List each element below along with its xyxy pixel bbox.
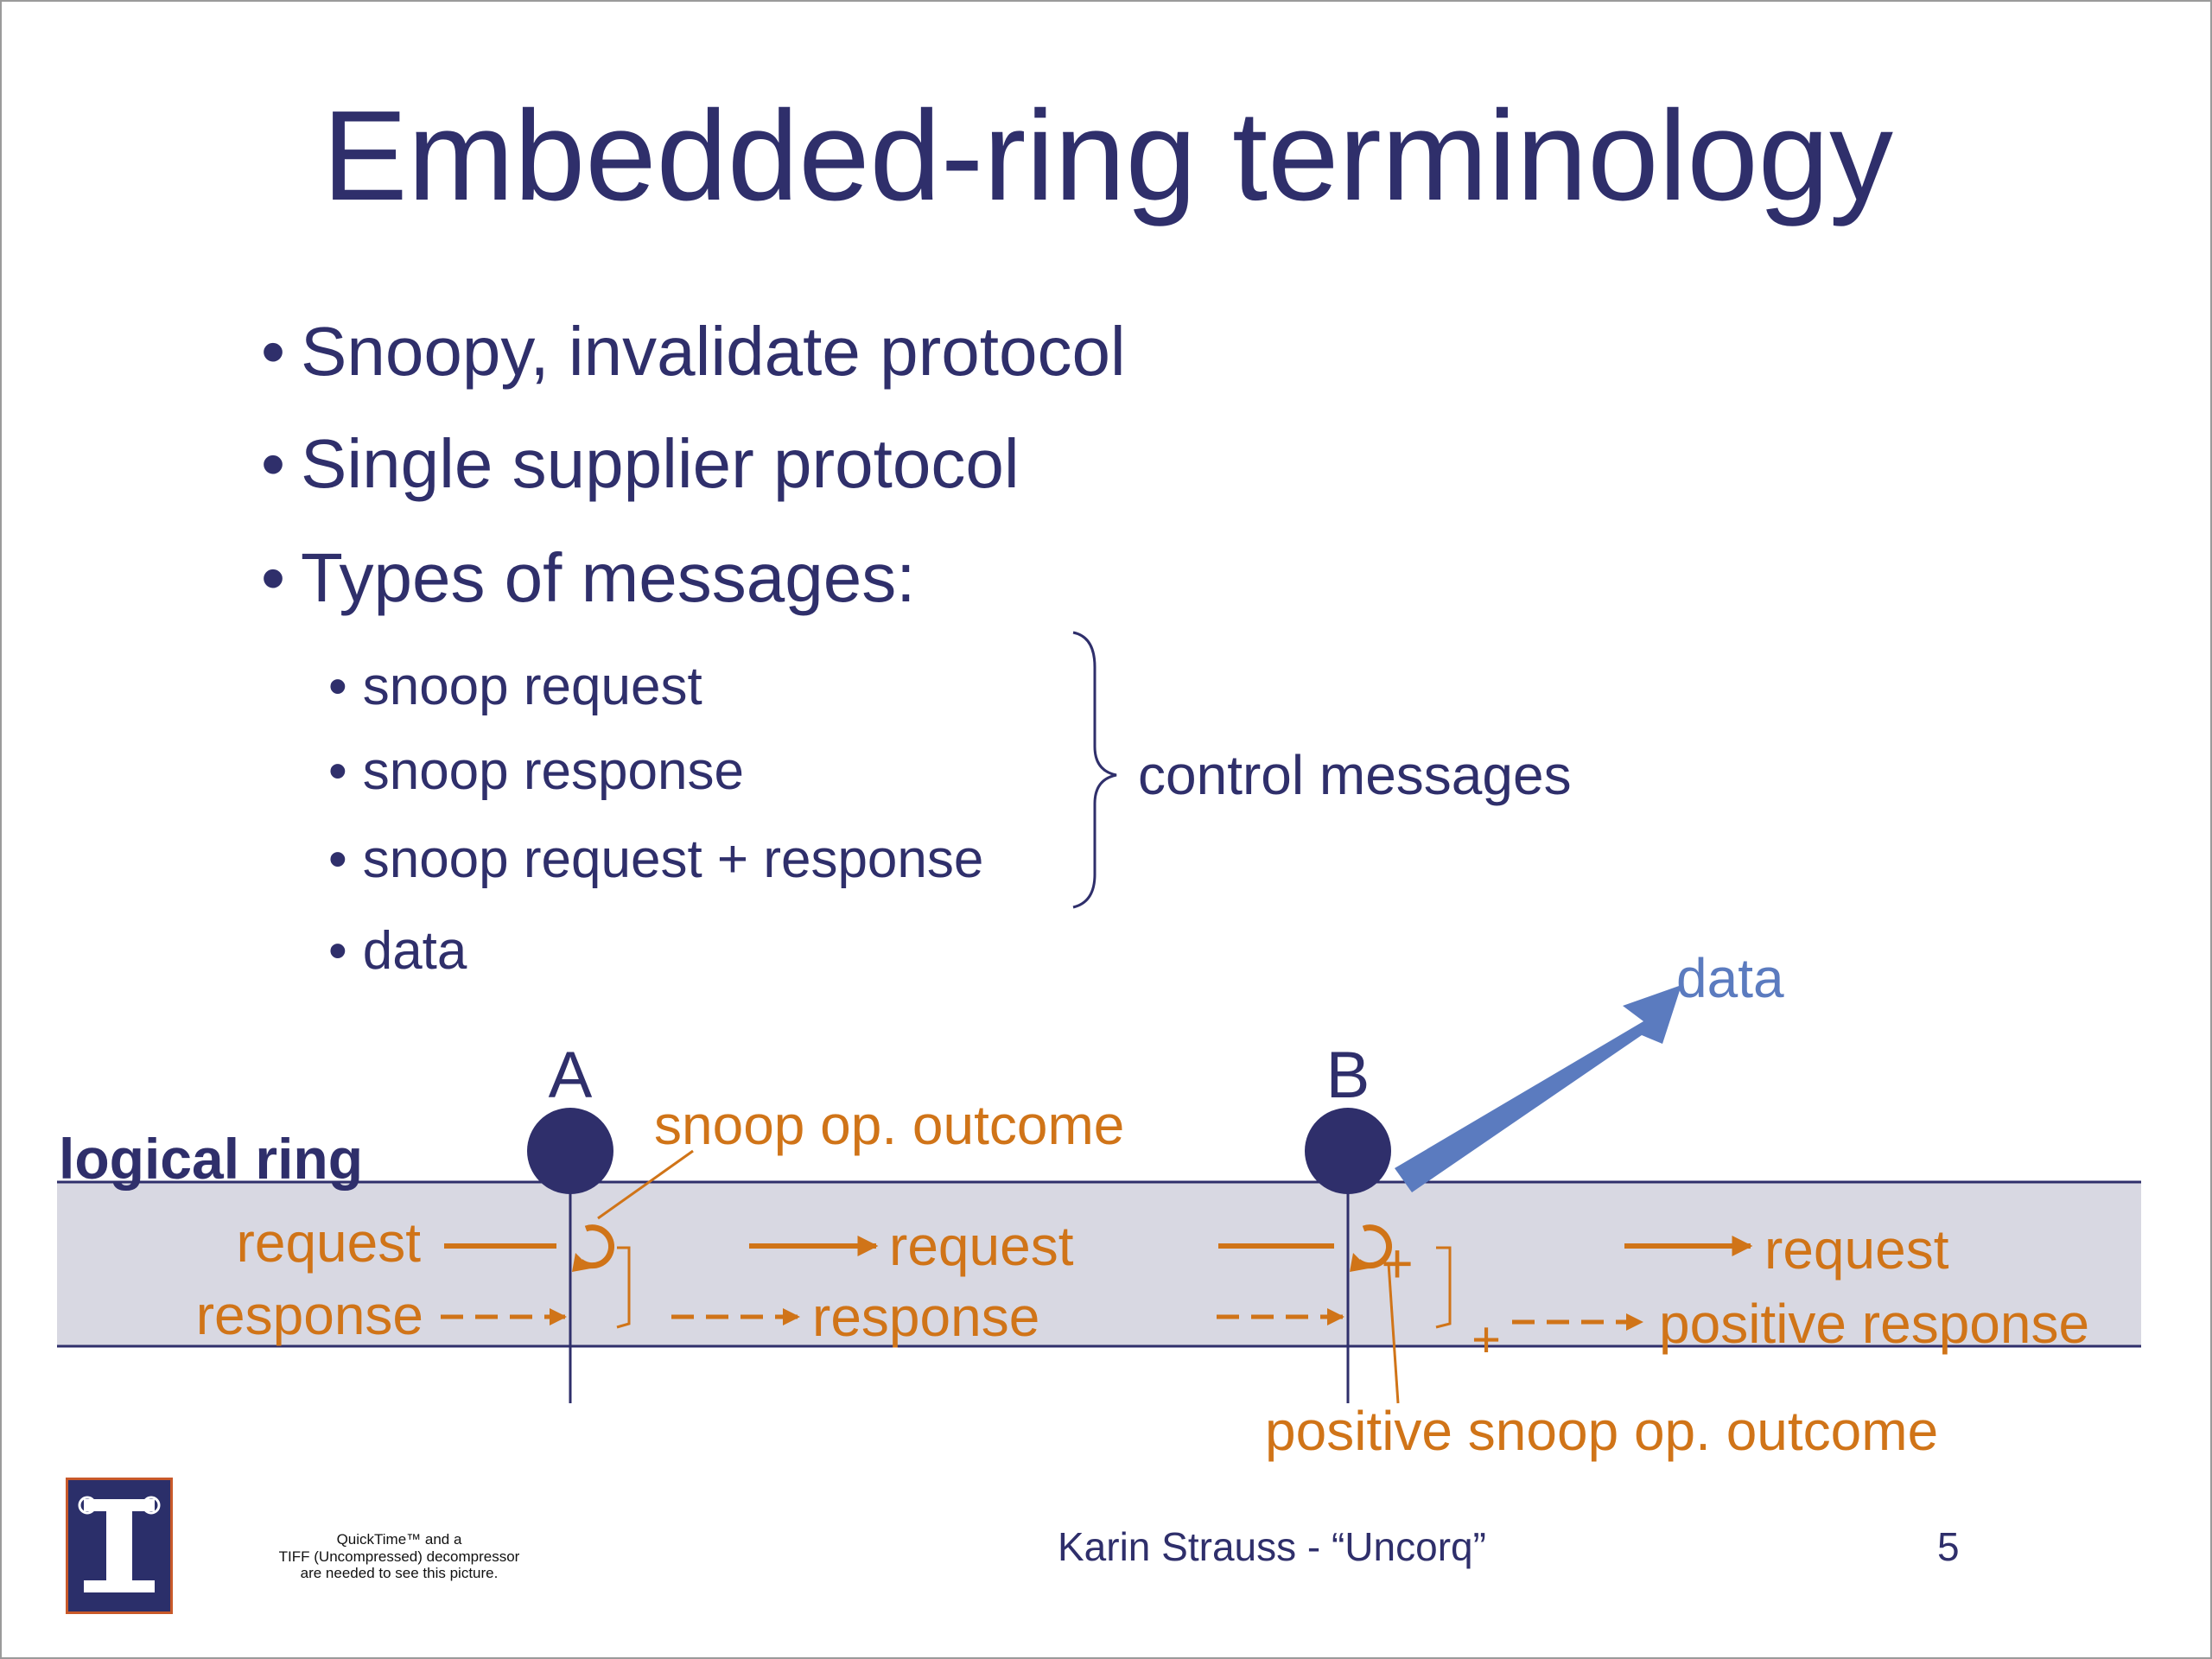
request-label-right: request [1764, 1218, 1949, 1281]
bullet-dot: • [261, 425, 286, 502]
sub-bullet-item: • snoop request + response [328, 833, 983, 887]
bullet-item: •Snoopy, invalidate protocol [261, 317, 1126, 386]
sub-bullet-item: •snoop response [328, 745, 744, 798]
response-label-mid: response [812, 1286, 1039, 1348]
request-label-mid: request [889, 1215, 1074, 1277]
qt-line: are needed to see this picture. [300, 1565, 499, 1582]
bullet-text: Types of messages: [301, 539, 916, 616]
snoop-op-a-icon-head [572, 1253, 591, 1272]
node-b [1305, 1108, 1391, 1194]
snoop-op-a-icon [578, 1224, 615, 1269]
bullet-dot: • [328, 741, 347, 801]
bullet-dot: • [261, 313, 286, 390]
sub-bullet-text: snoop request [362, 657, 702, 716]
slide-title: Embedded-ring terminology [321, 85, 1894, 227]
node-a-label: A [549, 1039, 593, 1112]
bullet-item: •Single supplier protocol [261, 429, 1020, 499]
sub-bullet-text: snoop request + response [362, 830, 984, 889]
positive-response-label: positive response [1659, 1293, 2089, 1355]
positive-outcome-label: positive snoop op. outcome [1265, 1400, 1938, 1462]
bullet-text: Snoopy, invalidate protocol [301, 313, 1126, 390]
response-label-left: response [196, 1284, 423, 1346]
footer-author: Karin Strauss - “Uncorq” [1058, 1524, 1486, 1569]
sub-bullet-item: • snoop request [328, 660, 702, 714]
qt-line: QuickTime™ and a [336, 1531, 462, 1548]
plus-sign-response: + [1471, 1312, 1501, 1368]
request-label-left: request [237, 1211, 422, 1274]
bullet-item: •Types of messages: [261, 543, 915, 613]
snoop-outcome-label: snoop op. outcome [654, 1094, 1124, 1156]
university-logo [66, 1478, 173, 1614]
bullet-dot: • [328, 830, 347, 889]
ring-band [57, 1182, 2141, 1346]
bullet-dot: • [261, 539, 286, 616]
column-icon [78, 1496, 161, 1592]
sub-bullet-item: •data [328, 925, 467, 978]
bullet-dot: • [328, 657, 347, 716]
merge-bracket-a [616, 1246, 631, 1329]
ring-label: logical ring [59, 1127, 363, 1191]
curly-brace [1072, 631, 1117, 909]
merge-bracket-b [1435, 1246, 1452, 1329]
positive-outcome-leader [1387, 1262, 1400, 1404]
brace-label: control messages [1138, 744, 1572, 806]
qt-line: TIFF (Uncompressed) decompressor [278, 1548, 520, 1565]
data-arrow [1395, 985, 1681, 1192]
sub-bullet-text: snoop response [362, 741, 744, 801]
snoop-outcome-leader [597, 1149, 694, 1220]
snoop-op-b-icon-head [1350, 1253, 1369, 1272]
bullet-dot: • [328, 921, 347, 981]
node-a [527, 1108, 613, 1194]
sub-bullet-text: data [362, 921, 467, 981]
plus-sign-b: + [1381, 1232, 1413, 1294]
data-label: data [1676, 947, 1784, 1009]
snoop-op-b-icon [1356, 1224, 1393, 1269]
page-number: 5 [1937, 1524, 1960, 1569]
node-b-label: B [1326, 1039, 1370, 1112]
bullet-text: Single supplier protocol [301, 425, 1020, 502]
quicktime-placeholder: QuickTime™ and a TIFF (Uncompressed) dec… [252, 1531, 546, 1582]
